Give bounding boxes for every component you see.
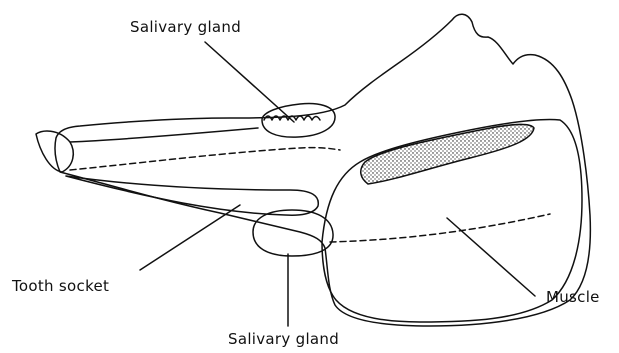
salivary-gland-lower — [253, 210, 333, 256]
leader-tooth-socket — [140, 205, 240, 270]
label-salivary-gland-top: Salivary gland — [130, 18, 241, 36]
tooth-socket-channel — [66, 176, 318, 215]
muscle-stipple-band — [361, 124, 534, 184]
label-salivary-gland-bottom: Salivary gland — [228, 330, 339, 348]
label-tooth-socket: Tooth socket — [12, 277, 109, 295]
muscle-dashed-line — [330, 214, 550, 242]
leader-salivary-gland-top — [205, 42, 294, 122]
label-muscle: Muscle — [546, 288, 600, 306]
jaw-rim-line — [70, 128, 258, 142]
salivary-gland-upper — [262, 104, 335, 138]
leader-muscle — [447, 218, 535, 296]
jaw-outline — [55, 14, 590, 326]
jaw-rim-dashed — [70, 148, 340, 170]
